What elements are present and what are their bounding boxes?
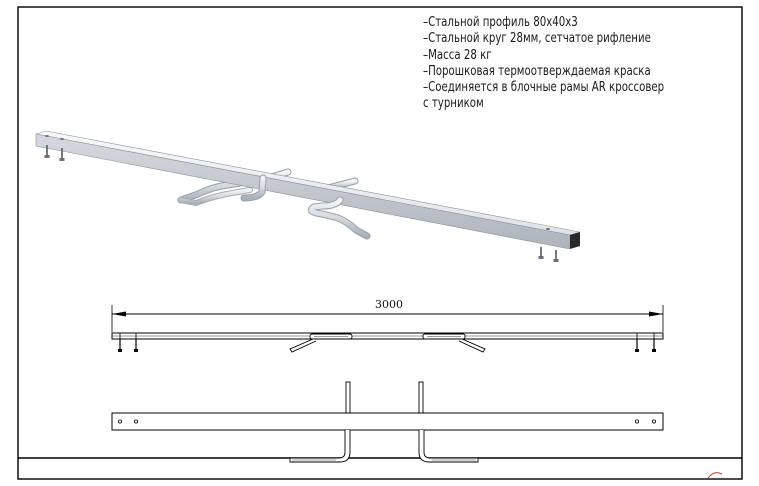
sheet-frame [17, 6, 743, 480]
top-view-bar [111, 412, 664, 431]
top-view-handle-left [289, 430, 351, 463]
top-view-holes [118, 419, 657, 424]
front-handle-leg-left [289, 338, 317, 353]
bar-side-face [35, 133, 571, 250]
spec-line: –Стальной профиль 80х40х3 [423, 14, 578, 30]
front-view-bolts [119, 339, 655, 351]
bar-end-cap [570, 232, 580, 249]
spec-line: –Соединяется в блочные рамы AR кроссовер [423, 79, 665, 96]
front-bar-end-marks [119, 333, 655, 339]
spec-line: с турником [423, 95, 484, 112]
dimension-arrow-left [112, 311, 126, 317]
bar-top-face [35, 130, 581, 236]
corner-mark [707, 472, 723, 479]
front-handle [240, 174, 371, 240]
top-view-pin-left [345, 381, 351, 414]
spec-line: –Стальной круг 28мм, сетчатое рифление [423, 30, 651, 47]
top-view [111, 381, 664, 463]
spec-notes: –Стальной профиль 80х40х3 –Стальной круг… [423, 14, 700, 112]
spec-line: –Масса 28 кг [423, 46, 492, 63]
bolt-nuts [44, 155, 559, 262]
bar-hole [60, 138, 64, 140]
top-view-pin-right [418, 381, 424, 414]
top-view-handle-right [418, 430, 479, 463]
dimension-label: 3000 [375, 298, 403, 311]
front-view [111, 305, 664, 353]
bar-hole [45, 135, 49, 137]
bar-3d-render [35, 130, 581, 262]
bar-hole [546, 228, 550, 230]
front-handle-leg-right [458, 338, 486, 353]
bolts [46, 145, 557, 260]
dimension-arrow-right [649, 311, 663, 317]
spec-line: –Порошковая термоотверждаемая краска [423, 62, 651, 79]
